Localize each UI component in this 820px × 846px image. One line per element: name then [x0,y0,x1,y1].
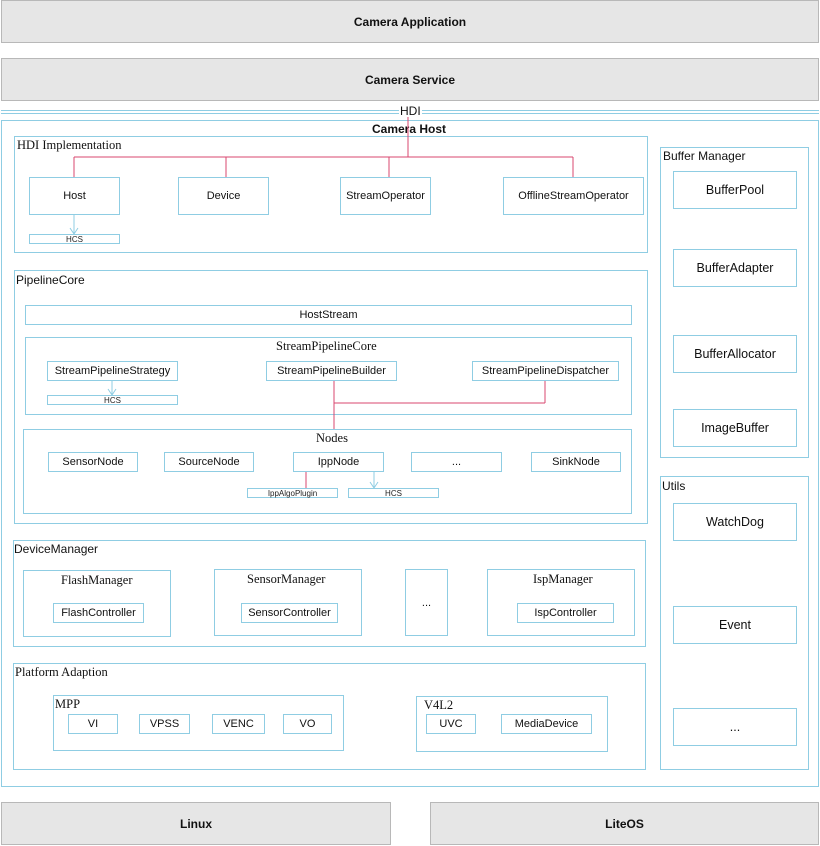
linux-layer: Linux [1,802,391,845]
sensor-controller-box: SensorController [241,603,338,623]
buffer-adapter-label: BufferAdapter [696,261,774,275]
flash-manager-title: FlashManager [61,573,133,587]
strategy-hcs-box: HCS [47,395,178,405]
offline-stream-operator-label: OfflineStreamOperator [518,190,629,202]
pipeline-core-title: PipelineCore [16,273,85,287]
sensor-controller-label: SensorController [248,607,331,619]
stream-pipeline-dispatcher-label: StreamPipelineDispatcher [481,365,610,377]
linux-label: Linux [180,816,212,831]
sink-node-box: SinkNode [531,452,621,472]
buffer-manager-title: Buffer Manager [663,149,746,163]
utils-ellipsis-box: ... [673,708,797,746]
mpp-title: MPP [55,697,81,711]
camera-service-layer: Camera Service [1,58,819,101]
utils-title: Utils [662,479,686,493]
stream-pipeline-dispatcher-box: StreamPipelineDispatcher [472,361,619,381]
device-box: Device [178,177,269,215]
stream-pipeline-core-title: StreamPipelineCore [276,339,377,353]
media-device-box: MediaDevice [501,714,592,734]
hdi-implementation-title: HDI Implementation [17,138,122,152]
buffer-allocator-box: BufferAllocator [673,335,797,373]
isp-controller-label: IspController [534,607,597,619]
vi-box: VI [68,714,118,734]
device-manager-ellipsis-label: ... [421,596,432,609]
sensor-manager-title: SensorManager [247,572,326,586]
offline-stream-operator-box: OfflineStreamOperator [503,177,644,215]
stream-pipeline-strategy-box: StreamPipelineStrategy [47,361,178,381]
camera-host-label: Camera Host [372,122,447,136]
platform-adaption-title: Platform Adaption [15,665,108,679]
buffer-adapter-box: BufferAdapter [673,249,797,287]
nodes-ellipsis-box: ... [411,452,502,472]
vpss-box: VPSS [139,714,190,734]
host-stream-label: HostStream [299,309,358,321]
buffer-pool-label: BufferPool [705,183,765,197]
host-box: Host [29,177,120,215]
nodes-ellipsis-label: ... [451,456,462,468]
vo-box: VO [283,714,332,734]
isp-manager-title: IspManager [533,572,593,586]
isp-controller-box: IspController [517,603,614,623]
hdi-label: HDI [399,104,422,118]
sensor-manager-frame [214,569,362,636]
ipp-algo-plugin-box: IppAlgoPlugin [247,488,338,498]
event-label: Event [719,618,751,632]
source-node-box: SourceNode [164,452,254,472]
vi-label: VI [87,718,99,730]
source-node-label: SourceNode [178,456,240,468]
nodes-hcs-label: HCS [385,488,402,498]
stream-operator-box: StreamOperator [340,177,431,215]
uvc-box: UVC [426,714,476,734]
camera-application-label: Camera Application [353,14,467,29]
nodes-title: Nodes [316,431,348,445]
strategy-hcs-label: HCS [104,395,121,405]
host-label: Host [63,190,86,202]
camera-application-layer: Camera Application [1,0,819,43]
venc-label: VENC [223,718,254,730]
camera-service-label: Camera Service [364,72,456,87]
media-device-label: MediaDevice [514,718,579,730]
uvc-label: UVC [439,718,463,730]
buffer-allocator-label: BufferAllocator [694,347,776,361]
ipp-node-label: IppNode [317,456,360,468]
flash-controller-box: FlashController [53,603,144,623]
liteos-layer: LiteOS [430,802,819,845]
ipp-node-box: IppNode [293,452,384,472]
flash-controller-label: FlashController [61,607,136,619]
hdi-hcs-label: HCS [66,234,83,244]
nodes-hcs-box: HCS [348,488,439,498]
stream-pipeline-builder-box: StreamPipelineBuilder [266,361,397,381]
sink-node-label: SinkNode [552,456,600,468]
image-buffer-label: ImageBuffer [701,421,769,435]
sensor-node-label: SensorNode [62,456,124,468]
device-manager-title: DeviceManager [14,542,99,556]
image-buffer-box: ImageBuffer [673,409,797,447]
venc-box: VENC [212,714,265,734]
stream-operator-label: StreamOperator [346,190,425,202]
event-box: Event [673,606,797,644]
vpss-label: VPSS [149,718,180,730]
vo-label: VO [299,718,316,730]
stream-pipeline-strategy-label: StreamPipelineStrategy [54,365,171,377]
ipp-algo-plugin-label: IppAlgoPlugin [267,488,318,498]
host-stream-box: HostStream [25,305,632,325]
device-label: Device [206,190,241,202]
device-manager-ellipsis-box: ... [405,569,448,636]
buffer-pool-box: BufferPool [673,171,797,209]
sensor-node-box: SensorNode [48,452,138,472]
hdi-hcs-box: HCS [29,234,120,244]
stream-pipeline-builder-label: StreamPipelineBuilder [277,365,386,377]
isp-manager-frame [487,569,635,636]
liteos-label: LiteOS [605,816,644,831]
utils-ellipsis-label: ... [729,720,741,734]
v4l2-title: V4L2 [424,698,454,712]
watchdog-box: WatchDog [673,503,797,541]
watchdog-label: WatchDog [706,515,764,529]
